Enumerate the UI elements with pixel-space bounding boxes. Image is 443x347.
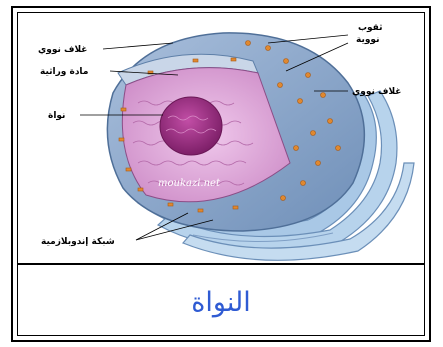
nucleus-diagram: غلاف نووي مادة وراثية نواة ثقوب نووية غل…	[18, 13, 424, 262]
caption-title: النواة	[17, 268, 425, 336]
label-nuclear-envelope-right: غلاف نووي	[352, 87, 401, 97]
label-nucleolus: نواة	[48, 111, 65, 121]
nucleolus	[160, 97, 222, 155]
watermark: moukazi.net	[158, 178, 221, 189]
label-endoplasmic-reticulum: شبكة إندوبلازمية	[41, 237, 115, 247]
label-nuclear-pores-line1: ثقوب	[358, 23, 383, 33]
label-nuclear-envelope-left: غلاف نووي	[38, 45, 87, 55]
label-nuclear-pores-line2: نووية	[356, 35, 379, 45]
divider-line	[17, 263, 425, 265]
label-genetic-material: مادة وراثية	[40, 67, 88, 77]
